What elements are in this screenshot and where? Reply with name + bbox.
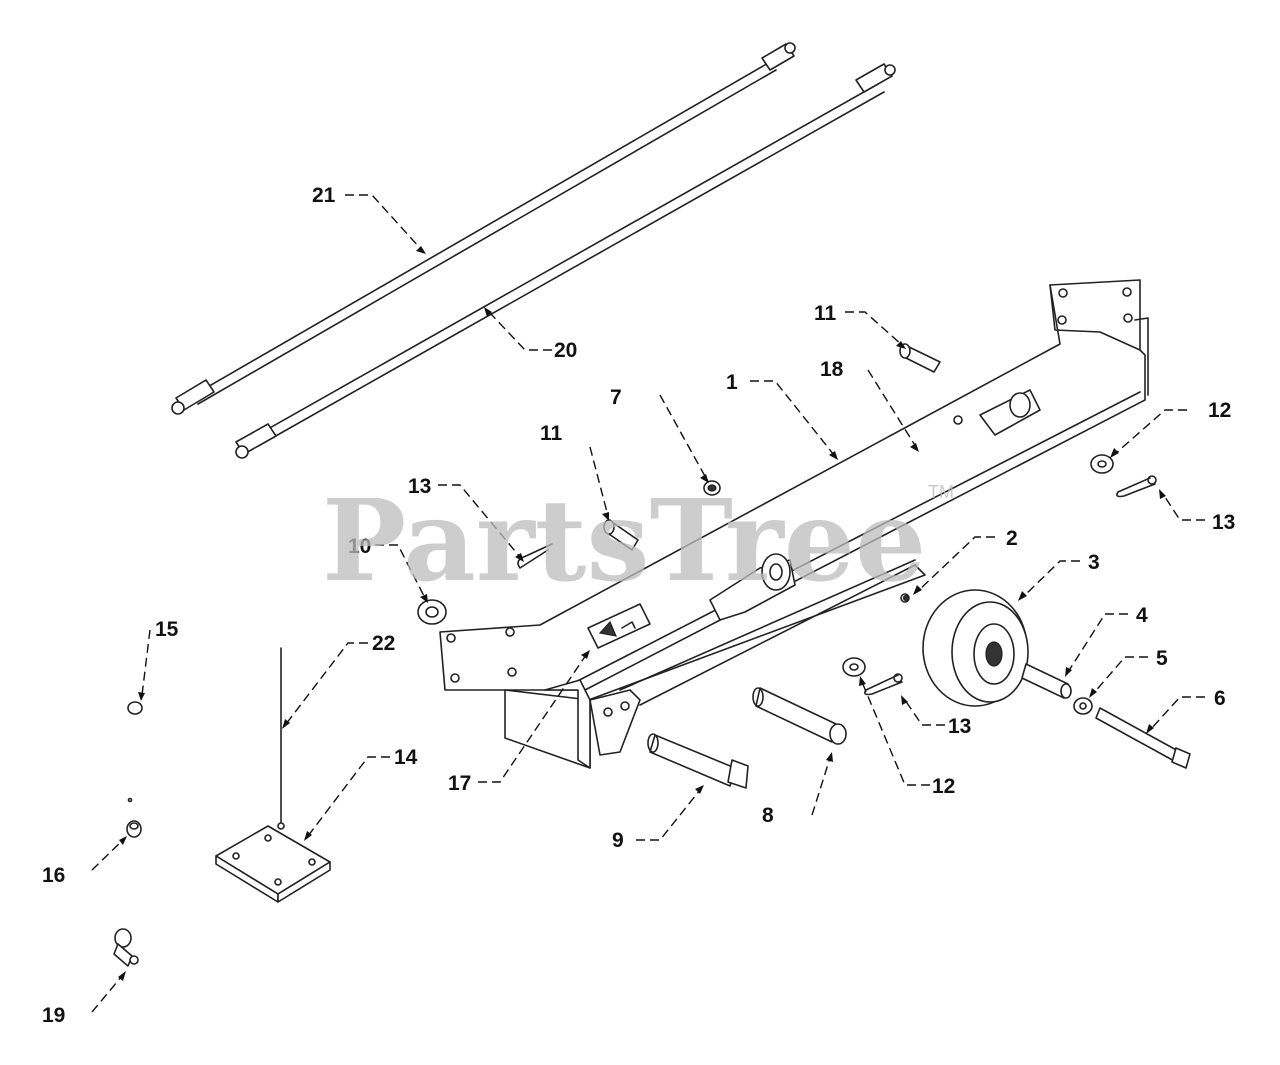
callout-8[interactable]: 8 <box>762 804 774 827</box>
washer-12-lower[interactable] <box>842 657 866 677</box>
callout-labels: 21 20 11 1 18 7 11 13 10 12 13 2 3 4 5 6… <box>42 184 1235 1027</box>
nut-10[interactable] <box>417 599 447 625</box>
spacer-4[interactable] <box>1021 663 1072 699</box>
tie-rod-21[interactable] <box>171 42 796 415</box>
watermark-text: PartsTree <box>322 476 926 607</box>
callout-4[interactable]: 4 <box>1136 604 1148 627</box>
nut-7[interactable] <box>703 480 721 496</box>
callout-20[interactable]: 20 <box>554 339 577 362</box>
callout-16[interactable]: 16 <box>42 864 65 887</box>
callout-21[interactable]: 21 <box>312 184 336 207</box>
callout-12-right[interactable]: 12 <box>1208 399 1231 422</box>
grease-fitting-19[interactable] <box>113 928 139 967</box>
callout-3[interactable]: 3 <box>1088 551 1100 574</box>
washer-5[interactable] <box>1073 697 1093 715</box>
callout-15[interactable]: 15 <box>155 618 179 641</box>
callout-13-right[interactable]: 13 <box>1212 511 1235 534</box>
pin-11-left[interactable] <box>603 519 639 551</box>
nut-16[interactable] <box>126 797 142 838</box>
callout-19[interactable]: 19 <box>42 1004 65 1027</box>
pivot-assembly[interactable] <box>709 389 1041 621</box>
callout-7[interactable]: 7 <box>610 386 622 409</box>
main-frame[interactable] <box>439 279 1149 769</box>
callout-2[interactable]: 2 <box>1006 527 1018 550</box>
partstree-watermark: PartsTree TM <box>322 476 954 607</box>
callout-14[interactable]: 14 <box>394 746 418 769</box>
bolt-6[interactable] <box>1095 707 1191 769</box>
hair-pin-13-right[interactable] <box>1116 475 1157 498</box>
tie-rod-20[interactable] <box>235 63 896 459</box>
callout-6[interactable]: 6 <box>1214 687 1226 710</box>
bolt-9[interactable] <box>647 733 749 789</box>
warning-decal[interactable] <box>587 603 651 649</box>
nut-15[interactable] <box>127 701 143 715</box>
pin-8[interactable] <box>752 687 847 745</box>
callout-5[interactable]: 5 <box>1156 647 1168 670</box>
hair-pin-13-left[interactable] <box>517 543 553 569</box>
callout-11-right[interactable]: 11 <box>814 302 837 325</box>
callout-18[interactable]: 18 <box>820 358 844 381</box>
plate-14[interactable] <box>215 825 331 903</box>
wheel-3[interactable] <box>922 589 1029 707</box>
callout-13-left[interactable]: 13 <box>408 475 431 498</box>
rod-22[interactable] <box>277 647 285 830</box>
pin-2[interactable] <box>902 594 910 602</box>
callout-17[interactable]: 17 <box>448 772 471 795</box>
callout-11-left[interactable]: 11 <box>540 422 563 445</box>
hair-pin-13-lower[interactable] <box>864 673 903 696</box>
leader-lines <box>91 194 1205 1013</box>
callout-12-lower[interactable]: 12 <box>932 775 955 798</box>
pin-11-right[interactable] <box>899 343 941 373</box>
washer-12-right[interactable] <box>1090 454 1114 474</box>
callout-1[interactable]: 1 <box>726 371 738 394</box>
watermark-tm: TM <box>928 482 954 502</box>
callout-13-lower[interactable]: 13 <box>948 715 971 738</box>
callout-10[interactable]: 10 <box>348 535 371 558</box>
callout-9[interactable]: 9 <box>612 829 624 852</box>
callout-22[interactable]: 22 <box>372 632 395 655</box>
